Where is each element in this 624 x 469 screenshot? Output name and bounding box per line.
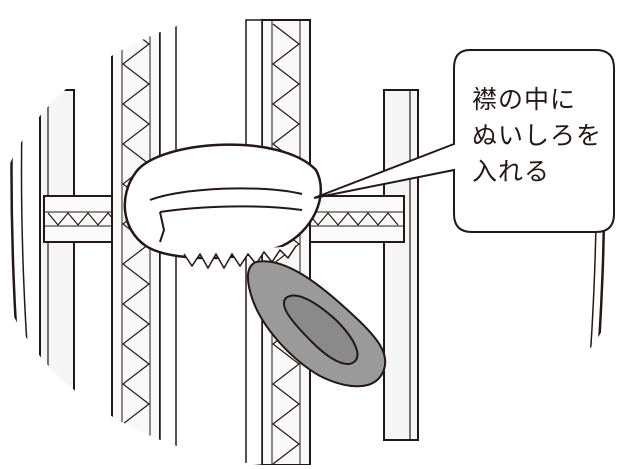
iron-icon <box>246 260 387 388</box>
callout-bubble <box>313 49 615 233</box>
right-outer-strip <box>383 89 419 441</box>
callout-text: 襟の中に ぬいしろを 入れる <box>472 85 603 186</box>
zigzag-seam <box>183 245 297 270</box>
zigzag-seam <box>272 23 300 465</box>
garment-body <box>10 19 606 466</box>
collar-ring <box>123 143 322 270</box>
left-outer-strip <box>39 89 75 441</box>
